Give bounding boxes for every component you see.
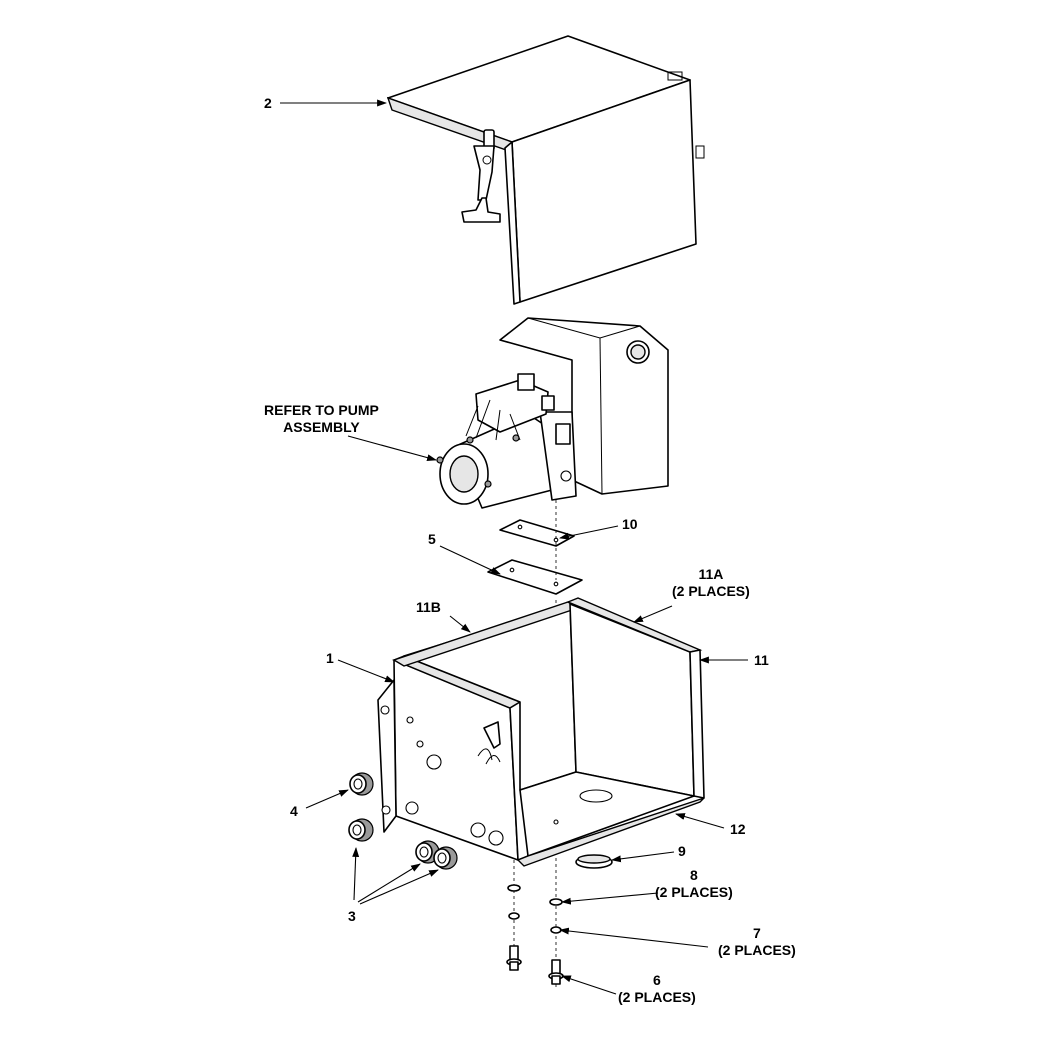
plug-9-icon bbox=[575, 854, 613, 869]
callout-2: 2 bbox=[264, 95, 272, 111]
washer-8-icon bbox=[507, 884, 563, 906]
cover-part bbox=[386, 35, 705, 305]
callout-4: 4 bbox=[290, 803, 298, 819]
callout-3: 3 bbox=[348, 908, 356, 924]
callout-7: 7 (2 PLACES) bbox=[718, 925, 796, 958]
plate-10-part bbox=[499, 519, 575, 547]
callout-10: 10 bbox=[622, 516, 638, 532]
pump-motor-part bbox=[436, 373, 577, 509]
callout-11: 11 bbox=[754, 652, 769, 668]
callout-12: 12 bbox=[730, 821, 746, 837]
callout-11a: 11A (2 PLACES) bbox=[672, 566, 750, 599]
callout-1: 1 bbox=[326, 650, 334, 666]
callout-pump-assembly: REFER TO PUMP ASSEMBLY bbox=[264, 402, 379, 435]
screw-6-icon bbox=[506, 945, 564, 985]
callout-5: 5 bbox=[428, 531, 436, 547]
callout-9: 9 bbox=[678, 843, 686, 859]
pump-reservoir-part bbox=[499, 317, 669, 495]
callout-6: 6 (2 PLACES) bbox=[618, 972, 696, 1005]
plate-5-part bbox=[487, 559, 583, 595]
leader-lines bbox=[280, 99, 748, 995]
lockwasher-7-icon bbox=[508, 912, 562, 934]
grommet-3c-icon bbox=[433, 846, 458, 870]
latch-handle-icon bbox=[461, 129, 501, 223]
callout-11b: 11B bbox=[416, 599, 441, 615]
grommet-3a-icon bbox=[348, 818, 374, 842]
base-frame-part bbox=[377, 597, 705, 867]
grommet-4-icon bbox=[349, 772, 374, 796]
callout-8: 8 (2 PLACES) bbox=[655, 867, 733, 900]
